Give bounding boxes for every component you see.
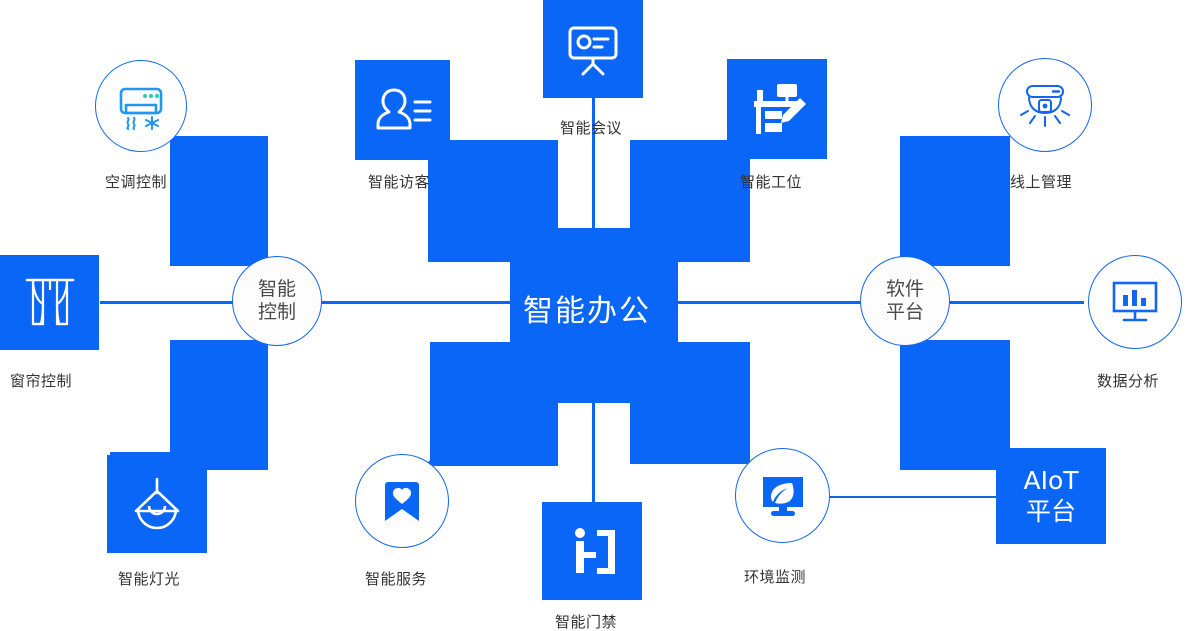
node-smart-control-line2: 控制	[257, 301, 296, 323]
smoke-sensor-icon	[1015, 76, 1075, 134]
node-software-platform-line2: 平台	[885, 301, 924, 323]
connector-env-to-aiot	[828, 496, 998, 498]
decor-block-hub-lowright	[630, 342, 750, 464]
label-smart-service: 智能服务	[365, 570, 428, 588]
decor-block-right-upper	[900, 136, 1010, 266]
label-smart-access-control: 智能门禁	[555, 613, 618, 631]
label-smart-lighting: 智能灯光	[118, 570, 181, 588]
node-smart-meeting[interactable]	[543, 0, 643, 98]
node-online-management[interactable]	[998, 58, 1092, 152]
connector-control-to-hub	[313, 301, 513, 304]
hub-title: 智能办公	[523, 294, 651, 329]
connector-hub-to-access	[592, 400, 595, 545]
node-software-platform[interactable]: 软件 平台	[860, 256, 950, 346]
connector-platform-to-data	[950, 301, 1084, 304]
label-environment-monitoring: 环境监测	[744, 568, 807, 586]
node-smart-workstation[interactable]	[727, 59, 827, 159]
aiot-platform-label: AIoT 平台	[996, 448, 1106, 544]
decor-block-right-lower	[900, 340, 1010, 470]
node-environment-monitoring[interactable]	[735, 448, 830, 543]
aiot-line2: 平台	[1025, 497, 1076, 526]
label-data-analysis: 数据分析	[1097, 372, 1160, 390]
bookmark-heart-icon	[374, 472, 430, 530]
connector-hub-to-platform	[676, 301, 862, 304]
node-smart-control[interactable]: 智能 控制	[232, 256, 322, 346]
desk-pencil-icon	[744, 78, 810, 140]
presentation-board-icon	[562, 18, 624, 80]
label-air-conditioning-control: 空调控制	[105, 173, 168, 191]
node-smart-control-line1: 智能	[257, 277, 296, 300]
node-smart-access-control[interactable]	[542, 502, 642, 600]
connector-hub-to-meeting	[592, 90, 595, 240]
label-smart-visitor: 智能访客	[368, 173, 431, 191]
label-curtain-control: 窗帘控制	[10, 372, 73, 390]
label-smart-workstation: 智能工位	[740, 173, 803, 191]
node-air-conditioning-control[interactable]	[95, 60, 187, 152]
aiot-platform-tile[interactable]	[996, 448, 1106, 544]
curtain-icon	[19, 270, 81, 336]
aiot-line1: AIoT	[1023, 465, 1079, 495]
connector-curtain-to-control	[100, 301, 242, 304]
node-smart-lighting[interactable]	[107, 455, 207, 553]
visitor-card-icon	[370, 80, 436, 140]
air-conditioner-icon	[112, 77, 170, 135]
leaf-monitor-icon	[754, 467, 812, 525]
decor-block-left-upper	[170, 136, 268, 266]
label-smart-meeting: 智能会议	[560, 119, 623, 137]
bar-chart-screen-icon	[1106, 273, 1164, 331]
pendant-lamp-icon	[126, 473, 188, 535]
decor-block-left-lower	[170, 340, 268, 470]
node-smart-visitor[interactable]	[355, 60, 450, 160]
node-curtain-control[interactable]	[0, 255, 99, 350]
node-smart-service[interactable]	[355, 454, 449, 548]
decor-block-service-top	[430, 438, 558, 466]
node-software-platform-line1: 软件	[885, 277, 924, 300]
node-data-analysis[interactable]	[1088, 255, 1182, 349]
label-online-management: 线上管理	[1010, 173, 1073, 191]
person-door-icon	[561, 520, 623, 582]
